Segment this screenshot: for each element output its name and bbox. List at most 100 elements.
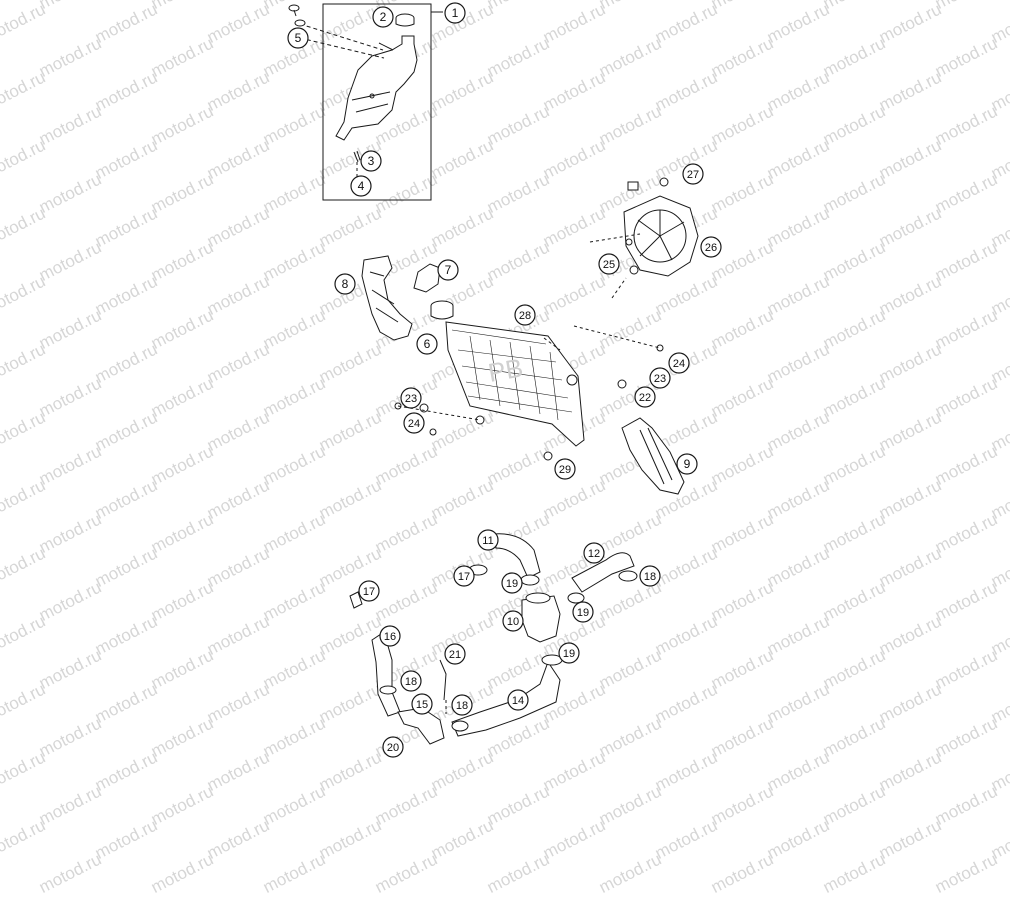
callout-label: 9 xyxy=(684,457,691,471)
callout-circle xyxy=(382,736,404,758)
callout-label: 3 xyxy=(368,154,375,168)
callout-circle xyxy=(682,163,704,185)
callout-circle xyxy=(437,259,459,281)
callout-label: 12 xyxy=(588,548,600,560)
callout-circle xyxy=(358,580,380,602)
callout-1: 1 xyxy=(444,2,466,24)
callout-circle xyxy=(558,642,580,664)
watermark-text: motod.ru xyxy=(820,781,889,829)
callout-circle xyxy=(453,565,475,587)
callout-18: 18 xyxy=(451,694,473,716)
callout-circle xyxy=(639,565,661,587)
radiator: PB xyxy=(445,321,585,447)
watermark-text: motod.ru xyxy=(260,849,329,897)
callout-5: 5 xyxy=(287,27,309,49)
callout-label: 25 xyxy=(603,259,615,271)
callout-19: 19 xyxy=(572,601,594,623)
callout-21: 21 xyxy=(444,643,466,665)
callout-24: 24 xyxy=(403,412,425,434)
callout-label: 23 xyxy=(654,373,666,385)
callout-label: 8 xyxy=(342,277,349,291)
callout-label: 1 xyxy=(452,6,459,20)
callout-7: 7 xyxy=(437,259,459,281)
callout-17: 17 xyxy=(358,580,380,602)
watermark-text: motod.ru xyxy=(36,781,105,829)
callout-circle xyxy=(668,352,690,374)
callout-label: 24 xyxy=(408,418,420,430)
callout-label: 19 xyxy=(506,578,518,590)
callout-19: 19 xyxy=(501,572,523,594)
watermark-text: motod.ru xyxy=(932,849,1001,897)
callout-label: 17 xyxy=(458,571,470,583)
callout-11: 11 xyxy=(477,529,499,551)
exploded-view: PB xyxy=(287,2,722,758)
watermark-text: motod.ru xyxy=(652,815,721,863)
callout-label: 18 xyxy=(405,676,417,688)
watermark-text: motod.ru xyxy=(0,815,49,863)
thermostat-housing xyxy=(520,574,561,643)
expansion-tank xyxy=(335,35,418,141)
watermark-text: motod.ru xyxy=(540,815,609,863)
watermark-text: motod.ru xyxy=(428,815,497,863)
callout-label: 24 xyxy=(673,358,685,370)
radiator-spoiler-left xyxy=(361,255,413,341)
callout-circle xyxy=(334,273,356,295)
fan-cover xyxy=(623,195,699,277)
watermark-text: motod.ru xyxy=(484,849,553,897)
callout-6: 6 xyxy=(416,333,438,355)
hose-right xyxy=(567,552,638,604)
trim-part xyxy=(413,263,441,293)
callout-circle xyxy=(583,542,605,564)
callout-label: 5 xyxy=(295,31,302,45)
callout-label: 26 xyxy=(705,242,717,254)
callout-circle xyxy=(379,625,401,647)
watermark-text: motod.ru xyxy=(596,849,665,897)
callout-circle xyxy=(572,601,594,623)
watermark-text: motod.ru xyxy=(708,849,777,897)
callout-circle xyxy=(350,175,372,197)
callout-circle xyxy=(411,693,433,715)
watermark-text: motod.ru xyxy=(372,781,441,829)
callout-28: 28 xyxy=(514,304,536,326)
callout-label: 22 xyxy=(639,392,651,404)
callout-label: 14 xyxy=(512,695,524,707)
callout-label: 19 xyxy=(563,648,575,660)
watermark-text: motod.ru xyxy=(92,815,161,863)
callout-circle xyxy=(502,610,524,632)
callout-circle xyxy=(360,150,382,172)
watermark-text: motod.ru xyxy=(148,849,217,897)
callout-label: 20 xyxy=(387,742,399,754)
watermark-text: motod.ru xyxy=(148,781,217,829)
watermark-text: motod.ru xyxy=(708,781,777,829)
watermark-text: motod.ru xyxy=(204,815,273,863)
callout-circle xyxy=(451,694,473,716)
callout-label: 2 xyxy=(380,10,387,24)
callout-12: 12 xyxy=(583,542,605,564)
callout-3: 3 xyxy=(360,150,382,172)
callout-23: 23 xyxy=(400,387,422,409)
callout-label: 17 xyxy=(363,586,375,598)
watermark-text: motod.ru xyxy=(596,781,665,829)
callout-label: 10 xyxy=(507,616,519,628)
callout-circle xyxy=(372,6,394,28)
callout-circle xyxy=(287,27,309,49)
callout-17: 17 xyxy=(453,565,475,587)
callout-24: 24 xyxy=(668,352,690,374)
callout-15: 15 xyxy=(411,693,433,715)
callout-circle xyxy=(444,643,466,665)
callout-circle xyxy=(400,670,422,692)
callout-label: 19 xyxy=(577,607,589,619)
callout-circle xyxy=(501,572,523,594)
callout-label: 28 xyxy=(519,310,531,322)
callout-16: 16 xyxy=(379,625,401,647)
callout-4: 4 xyxy=(350,175,372,197)
callout-label: 15 xyxy=(416,699,428,711)
callout-26: 26 xyxy=(700,236,722,258)
callout-label: 16 xyxy=(384,631,396,643)
callout-circle xyxy=(676,453,698,475)
callout-8: 8 xyxy=(334,273,356,295)
svg-text:PB: PB xyxy=(486,352,525,388)
callout-layer: 1234567891011121415161717181818191919202… xyxy=(287,2,722,758)
callout-circle xyxy=(507,689,529,711)
